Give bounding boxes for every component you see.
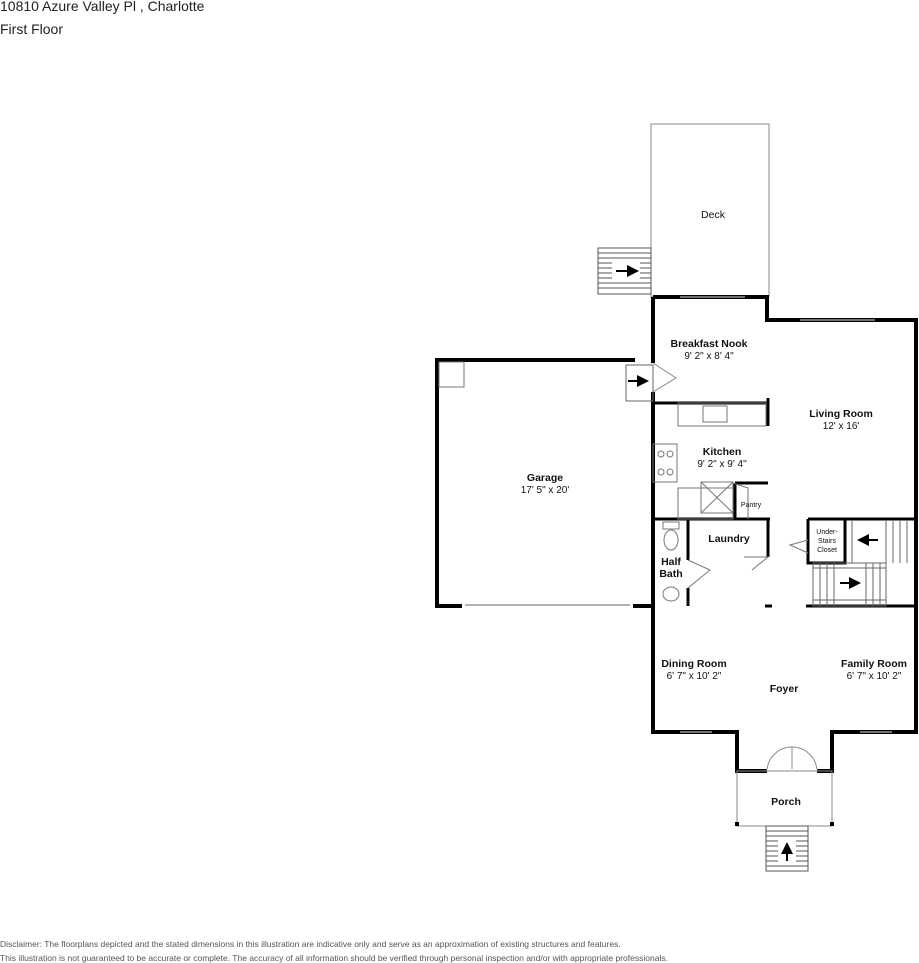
closet-label-line3: Closet — [817, 547, 837, 554]
kitchen-label: Kitchen — [703, 446, 742, 458]
garage-label: Garage — [527, 472, 563, 484]
main-stairs — [812, 521, 908, 607]
closet-label-line1: Under- — [816, 529, 838, 536]
deck-stairs — [597, 247, 652, 295]
dining-room-label: Dining Room — [661, 658, 726, 670]
property-address: 10810 Azure Valley Pl , Charlotte — [0, 0, 205, 14]
breakfast-nook-dims: 9' 2" x 8' 4" — [684, 351, 734, 362]
kitchen-dims: 9' 2" x 9' 4" — [697, 459, 747, 470]
living-room-dims: 12' x 16' — [823, 421, 860, 432]
disclaimer-line-1: Disclaimer: The floorplans depicted and … — [0, 939, 621, 949]
deck-label: Deck — [701, 209, 726, 221]
half-bath-label-line2: Bath — [659, 568, 682, 580]
dining-room-dims: 6' 7" x 10' 2" — [667, 671, 722, 682]
floor-label: First Floor — [0, 21, 63, 37]
closet-label-line2: Stairs — [818, 538, 836, 545]
breakfast-nook-label: Breakfast Nook — [670, 338, 747, 350]
family-room-label: Family Room — [841, 658, 907, 670]
disclaimer-line-2: This illustration is not guaranteed to b… — [0, 953, 668, 963]
foyer-label: Foyer — [770, 683, 799, 695]
half-bath-label-line1: Half — [661, 556, 681, 568]
porch-label: Porch — [771, 796, 801, 808]
laundry-label: Laundry — [708, 533, 750, 545]
garage-dims: 17' 5" x 20' — [521, 485, 570, 496]
living-room-label: Living Room — [809, 408, 873, 420]
pantry-label: Pantry — [741, 502, 762, 509]
family-room-dims: 6' 7" x 10' 2" — [847, 671, 902, 682]
